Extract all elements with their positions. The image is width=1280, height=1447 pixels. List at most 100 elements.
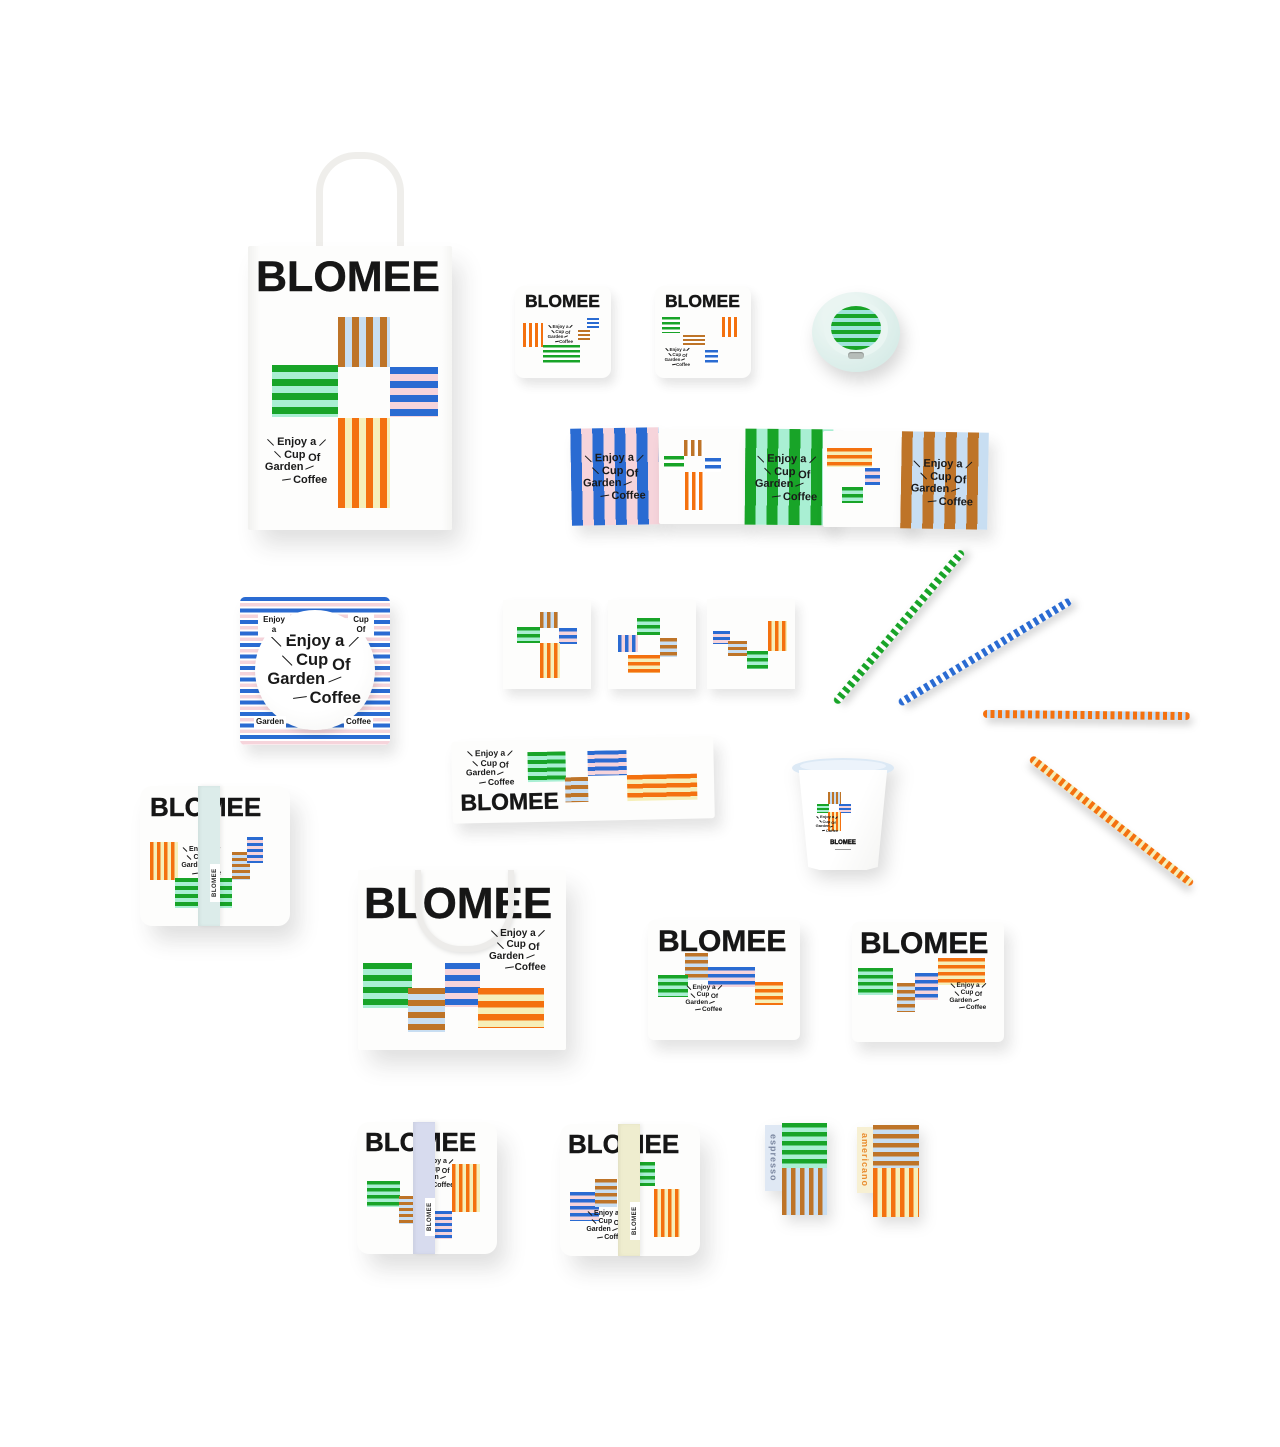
- tagline-text: Cup: [696, 991, 710, 999]
- stripe-block-blue: [247, 837, 263, 863]
- tagline-text: Garden: [586, 1225, 611, 1233]
- tagline-text: Of: [974, 991, 983, 999]
- stripe-block-brown: [232, 852, 250, 880]
- tagline-text: Of: [625, 467, 639, 480]
- slash-decoration: [951, 487, 961, 492]
- stripe-block-blue: [445, 963, 480, 1007]
- tagline-text: Garden: [547, 334, 564, 340]
- slash-decoration: [686, 347, 690, 352]
- slash-decoration: [507, 750, 514, 757]
- band-label: BLOMEE: [210, 864, 220, 902]
- drip-packet-espresso: espresso: [765, 1123, 827, 1215]
- slash-decoration: [587, 1211, 593, 1217]
- tagline-text: Of: [499, 759, 509, 770]
- tagline-text: Cup: [601, 464, 624, 477]
- slash-decoration: [695, 1009, 701, 1011]
- band-label: BLOMEE: [425, 1198, 435, 1236]
- tagline-text: Enjoy a: [692, 984, 716, 991]
- slash-decoration: [591, 1219, 597, 1225]
- slash-decoration: [292, 696, 308, 700]
- tagline-text: Enjoy a: [552, 324, 569, 329]
- tagline-text: Enjoy a: [923, 457, 963, 471]
- slash-decoration: [816, 815, 820, 819]
- tagline-text: Garden: [181, 861, 206, 869]
- slash-decoration: [591, 467, 600, 475]
- flavor-label-americano: americano: [860, 1132, 870, 1188]
- slash-decoration: [686, 985, 692, 991]
- slash-decoration: [981, 983, 986, 989]
- tagline-text: Coffee: [825, 827, 839, 833]
- tagline-text: Coffee: [309, 688, 361, 707]
- pattern-card-pinwheel: [608, 600, 696, 689]
- slash-decoration: [584, 455, 593, 463]
- stripe-block-brown: [660, 638, 677, 657]
- stripe-block-orange: [722, 317, 738, 337]
- slash-decoration: [182, 847, 188, 853]
- brand-logo: BLOMEE: [256, 253, 440, 301]
- flavor-tab: americano: [857, 1127, 873, 1193]
- stripe-block-orange: [654, 1189, 680, 1237]
- tagline-text: Coffee: [611, 489, 646, 502]
- stripe-block-brown: [399, 1196, 413, 1224]
- tagline-text: Coffee: [965, 1004, 987, 1012]
- stripe-block-orange: [768, 621, 787, 651]
- stripe-block-blue: [865, 468, 880, 485]
- tagline-text: Of: [831, 819, 836, 825]
- slash-decoration: [835, 815, 839, 819]
- stripe-block-orange: [755, 982, 783, 1005]
- slash-decoration: [490, 930, 498, 938]
- flavor-tab: espresso: [765, 1125, 782, 1191]
- slash-decoration: [497, 941, 504, 949]
- bag-handle: [316, 152, 404, 259]
- tagline-text: Garden: [754, 477, 794, 491]
- slash-decoration: [348, 636, 360, 648]
- tagline-text: Coffee: [701, 1006, 723, 1014]
- slash-decoration: [472, 760, 479, 767]
- stripe-block-orange: [628, 655, 660, 673]
- tagline-text: Garden: [949, 996, 973, 1004]
- tagline-text: Coffee: [487, 776, 515, 788]
- tagline-text: Enjoy a: [820, 814, 835, 819]
- slash-decoration: [771, 495, 782, 498]
- cup-lid: [812, 292, 900, 372]
- stripe-block-brown: [564, 776, 589, 803]
- stripe-block-green: [543, 345, 580, 365]
- tagline-text: Enjoy a: [594, 1210, 619, 1217]
- brand-logo: BLOMEE: [460, 787, 560, 816]
- tagline-text: Enjoy a: [594, 451, 634, 465]
- stripe-block-orange: [523, 323, 543, 347]
- slash-decoration: [270, 636, 282, 648]
- tagline-text: Cup: [822, 818, 831, 824]
- slash-decoration: [927, 500, 937, 503]
- slash-decoration: [186, 855, 192, 861]
- tagline-text: Of: [308, 451, 321, 464]
- stripe-block-green: [858, 968, 893, 995]
- tagline-text: Garden: [664, 357, 681, 363]
- stripe-block-orange: [338, 418, 390, 508]
- stripe-block-blue: [915, 973, 938, 1000]
- tagline-text: Coffee: [514, 962, 546, 974]
- stripe-block-blue: [705, 350, 718, 365]
- stripe-block-green: [527, 751, 567, 783]
- slash-decoration: [636, 454, 644, 462]
- tagline-text: Garden: [910, 482, 950, 496]
- tagline-text: Of: [528, 942, 540, 954]
- brand-logo: BLOMEE: [830, 840, 856, 846]
- tagline-text: Garden: [815, 823, 830, 829]
- tagline-text: Garden: [489, 950, 525, 962]
- slash-decoration: [665, 347, 669, 352]
- tagline-text: Coffee: [604, 1233, 626, 1241]
- stripe-block-orange: [540, 643, 560, 678]
- stripe-block-blue: [713, 631, 730, 644]
